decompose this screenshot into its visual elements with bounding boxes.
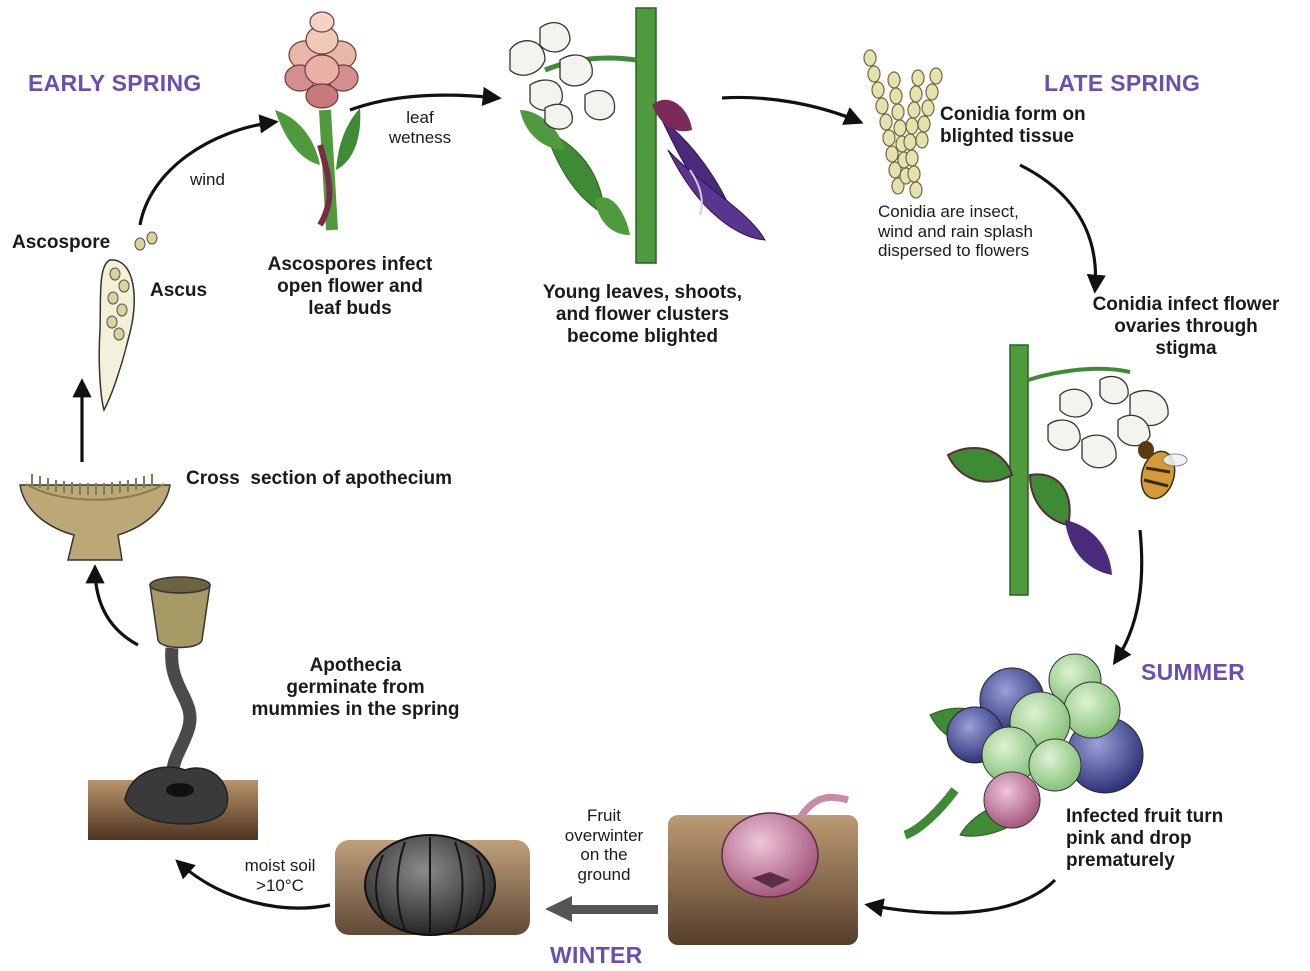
arrow-fruit-drop: [868, 880, 1055, 913]
season-winter: WINTER: [550, 942, 643, 968]
label-conidia-dispersed: Conidia are insect, wind and rain splash…: [878, 202, 1033, 261]
label-cross-section: Cross section of apothecium: [186, 468, 452, 490]
label-infected-fruit: Infected fruit turn pink and drop premat…: [1066, 806, 1223, 872]
label-ascospore: Ascospore: [12, 232, 110, 254]
label-conidia-infect: Conidia infect flower ovaries through st…: [1072, 294, 1300, 360]
early-spring-bud: [275, 12, 360, 230]
blighted-shoot: [510, 8, 765, 263]
label-apothecia-germinate: Apothecia germinate from mummies in the …: [238, 655, 473, 721]
label-ascospores-infect: Ascospores infect open flower and leaf b…: [245, 254, 455, 320]
apothecium-cross-section: [20, 474, 170, 560]
season-early-spring: EARLY SPRING: [28, 70, 202, 96]
label-fruit-overwinter: Fruit overwinter on the ground: [552, 806, 656, 884]
label-leaf-wetness: leaf wetness: [378, 108, 462, 147]
fallen-infected-fruit: [668, 797, 858, 945]
mummy-berry: [335, 835, 530, 935]
arrow-to-summer: [1115, 530, 1142, 662]
label-wind: wind: [190, 170, 225, 190]
season-summer: SUMMER: [1141, 659, 1245, 685]
label-ascus: Ascus: [150, 280, 207, 302]
label-young-leaves-blighted: Young leaves, shoots, and flower cluster…: [520, 282, 765, 348]
season-late-spring: LATE SPRING: [1044, 70, 1200, 96]
flowering-branch-with-bee: [948, 345, 1187, 595]
overwinter-arrow: [545, 896, 658, 922]
bee-icon: [1136, 441, 1187, 502]
label-conidia-form: Conidia form on blighted tissue: [940, 104, 1086, 148]
label-moist-soil: moist soil >10°C: [228, 856, 332, 895]
conidia-chains: [864, 50, 942, 198]
arrow-late-spring: [722, 97, 860, 122]
ascus-illustration: [99, 232, 157, 410]
arrow-to-cross-section: [95, 568, 138, 645]
apothecium-germinating: [88, 577, 258, 840]
